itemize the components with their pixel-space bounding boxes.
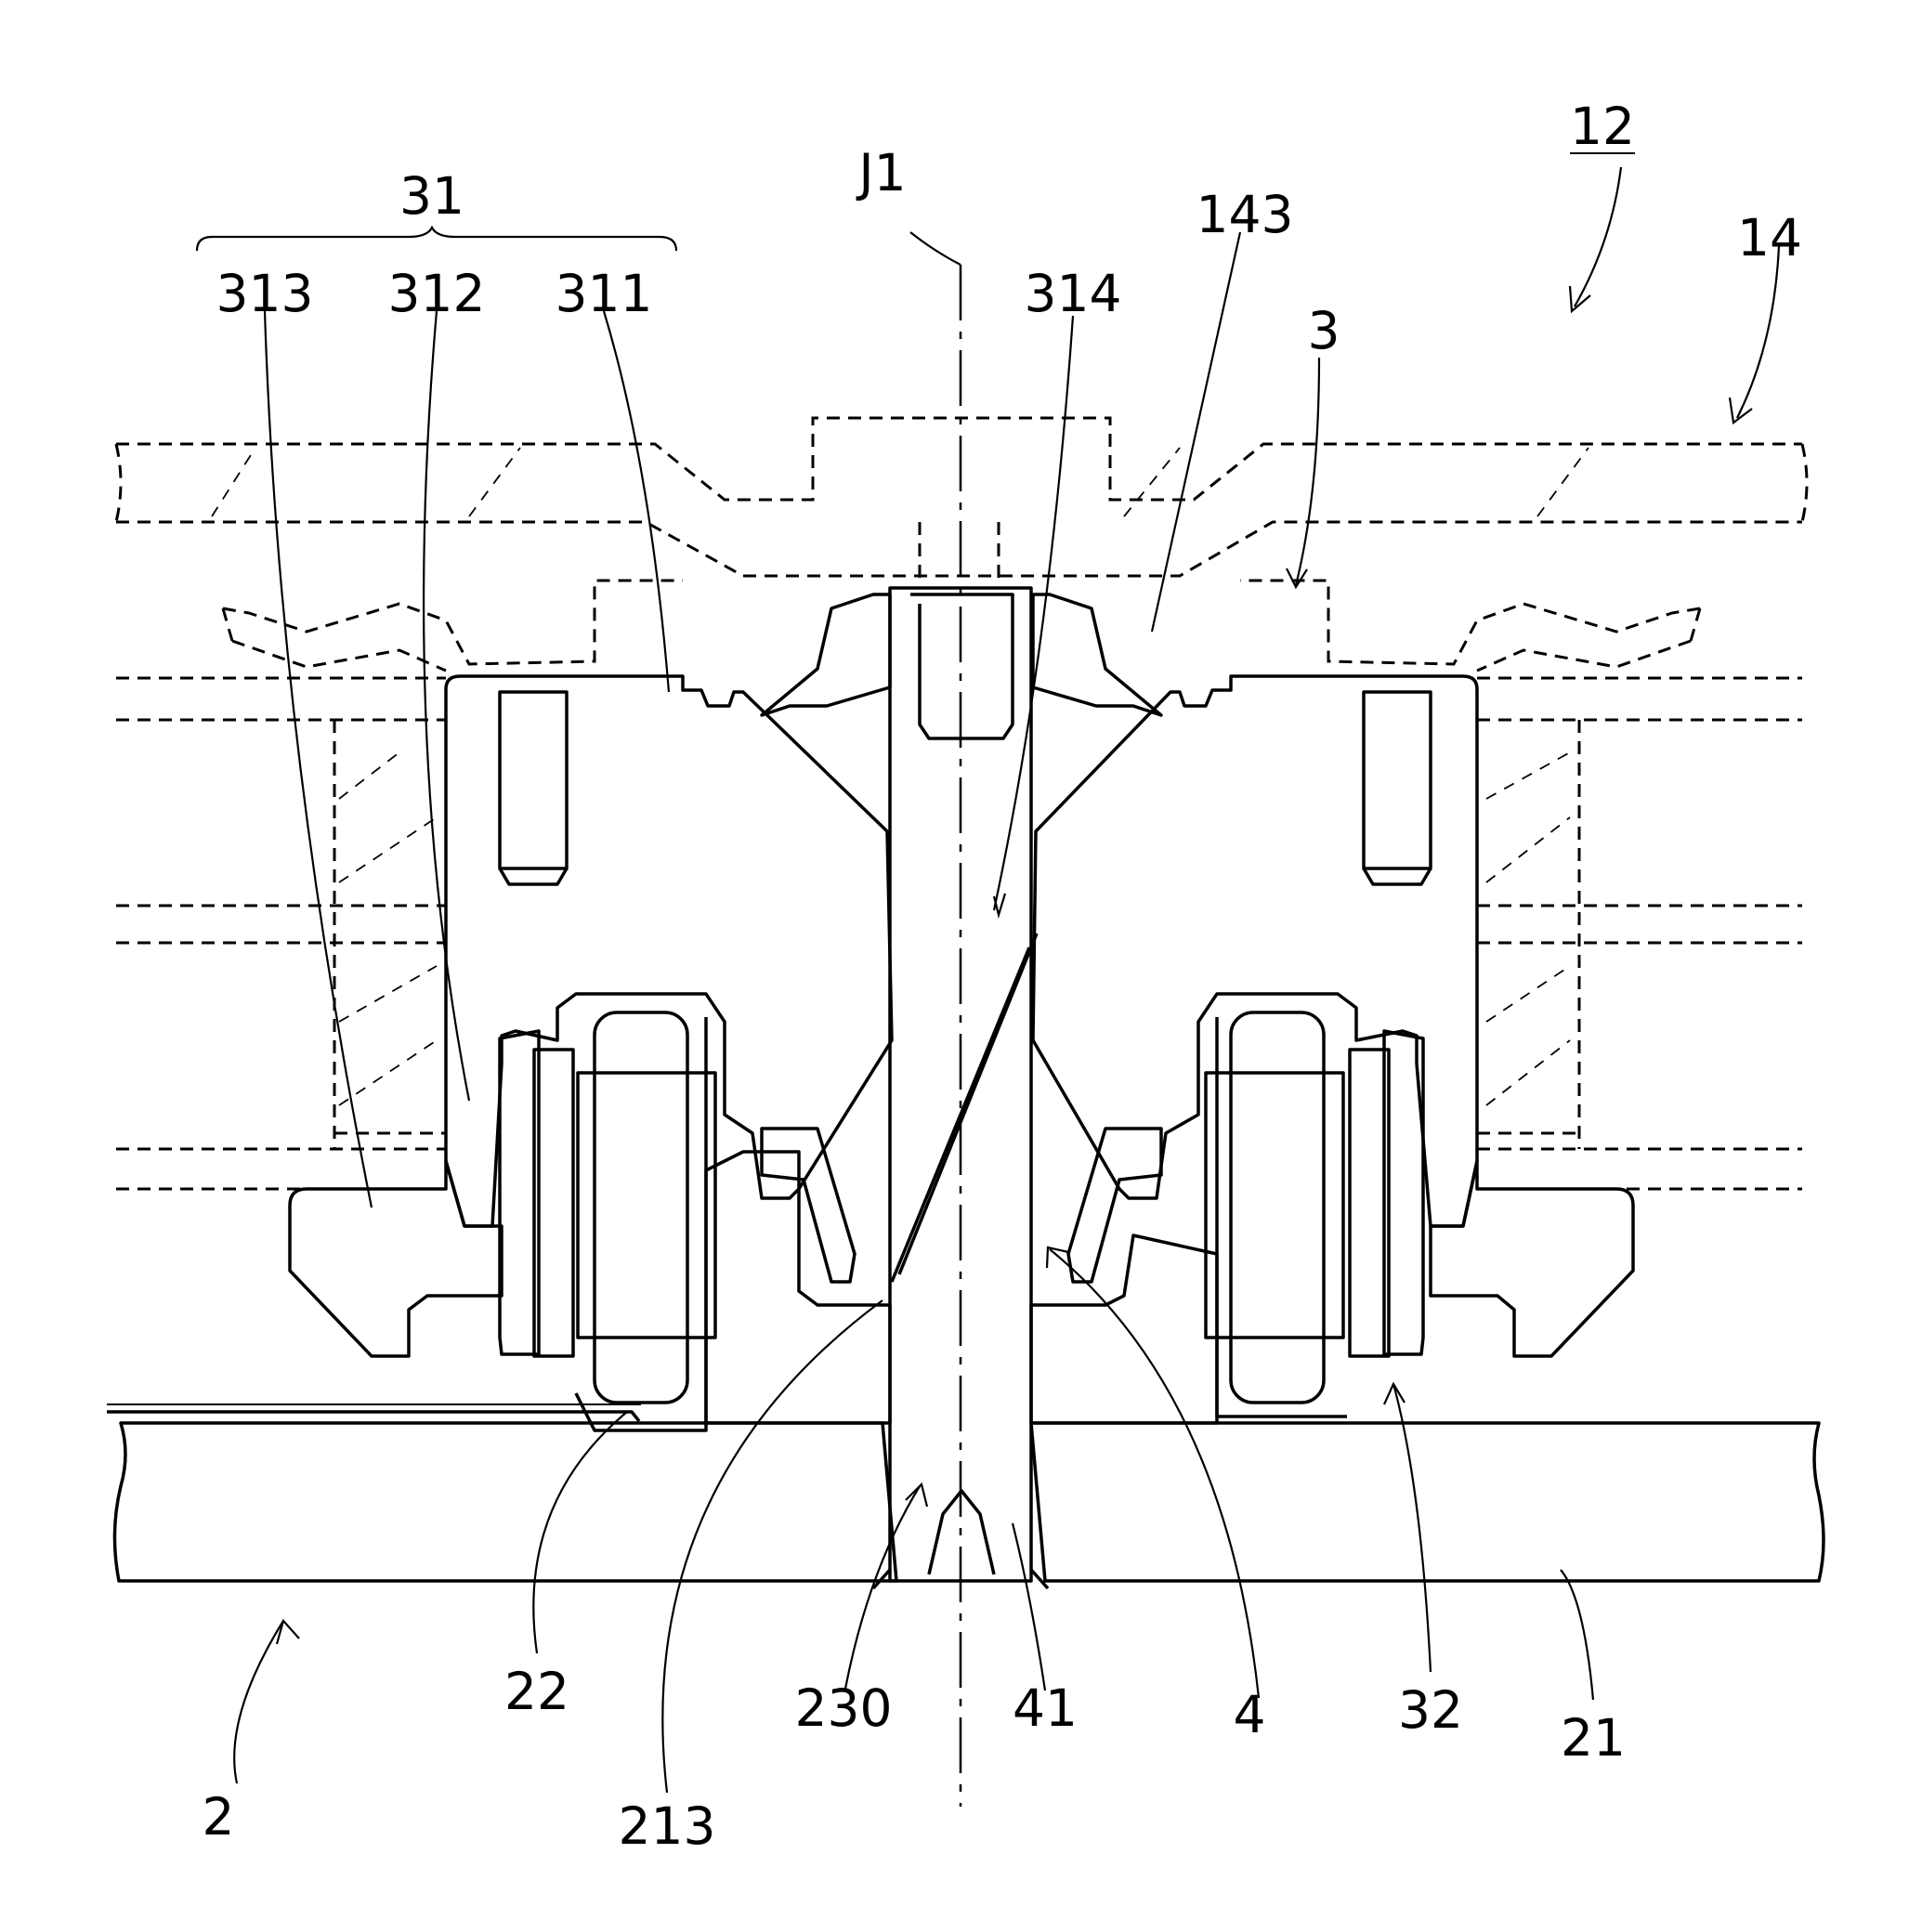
label-230: 230 — [795, 1678, 893, 1738]
base-plate — [107, 1404, 1824, 1581]
label-314: 314 — [1025, 264, 1122, 323]
label-31: 31 — [399, 166, 464, 226]
label-22: 22 — [504, 1662, 569, 1721]
label-14: 14 — [1737, 208, 1802, 268]
label-313: 313 — [216, 264, 314, 323]
disk-platters-dashed — [116, 678, 1802, 1189]
rotor-magnet-right — [1350, 1031, 1423, 1356]
label-143: 143 — [1196, 185, 1294, 244]
label-32: 32 — [1398, 1680, 1463, 1740]
stator-left — [576, 1012, 715, 1430]
label-j1: J1 — [856, 143, 906, 202]
label-3: 3 — [1308, 301, 1340, 360]
label-12: 12 — [1570, 97, 1635, 156]
part-labels: 12 31 313 312 311 J1 314 143 3 14 22 230… — [203, 97, 1803, 1856]
label-311: 311 — [556, 264, 653, 323]
rotor-magnet-left — [500, 1031, 573, 1356]
label-2: 2 — [203, 1787, 235, 1847]
label-41: 41 — [1013, 1678, 1078, 1738]
label-21: 21 — [1561, 1708, 1626, 1768]
label-312: 312 — [388, 264, 486, 323]
label-213: 213 — [619, 1796, 716, 1856]
stator-right — [1206, 1012, 1347, 1416]
dashed-hatching — [212, 448, 1589, 1105]
label-4: 4 — [1234, 1685, 1266, 1744]
